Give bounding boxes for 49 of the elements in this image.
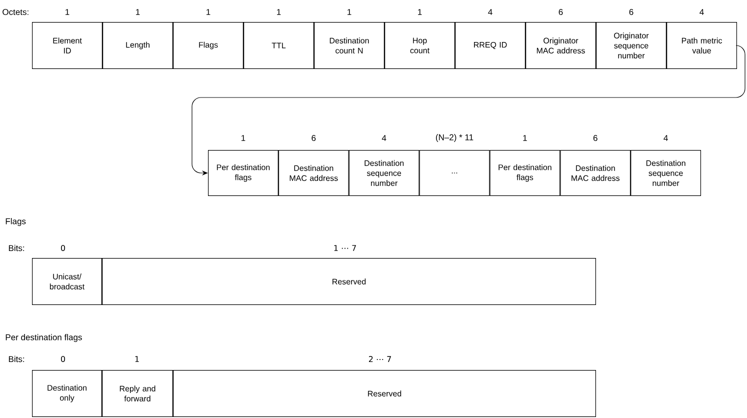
field-box: Reserved — [102, 258, 596, 305]
field-box: Flags — [173, 22, 244, 69]
section-heading: Per destination flags — [6, 334, 82, 342]
field-box: Reply and forward — [102, 370, 173, 417]
field-box: Destination count N — [314, 22, 384, 69]
size-label: 6 — [629, 9, 634, 15]
size-label: 1 — [135, 356, 139, 362]
field-box: Reserved — [173, 370, 596, 417]
row-label: Octets: — [2, 9, 28, 15]
field-box: Length — [102, 22, 173, 69]
size-label: 6 — [593, 135, 598, 141]
field-box: Destination only — [32, 370, 102, 417]
field-box: Per destination flags — [208, 150, 278, 196]
field-box: Destination sequence number — [630, 150, 702, 196]
field-box: ... — [419, 150, 490, 196]
size-label: 1 ⋯ 7 — [334, 245, 356, 251]
size-label: (N–2) * 11 — [436, 134, 474, 142]
size-label: 4 — [700, 9, 704, 15]
field-box: TTL — [244, 22, 314, 69]
section-heading: Flags — [6, 218, 26, 226]
size-label: 1 — [66, 9, 70, 15]
size-label: 1 — [136, 9, 140, 15]
size-label: 4 — [382, 135, 386, 141]
size-label: 0 — [61, 244, 66, 252]
size-label: 4 — [488, 9, 492, 15]
field-box: Destination MAC address — [278, 150, 349, 196]
size-label: 6 — [312, 135, 316, 141]
size-label: 1 — [277, 9, 281, 15]
size-label: 1 — [523, 135, 527, 141]
size-label: 2 ⋯ 7 — [368, 356, 391, 362]
size-label: 4 — [664, 135, 668, 141]
field-box: Element ID — [32, 22, 102, 69]
field-box: Originator MAC address — [526, 22, 596, 69]
field-box: Originator sequence number — [596, 22, 666, 69]
size-label: 6 — [558, 9, 563, 15]
field-box: Unicast/ broadcast — [32, 258, 102, 305]
size-label: 1 — [206, 9, 210, 15]
field-box: Per destination flags — [490, 150, 560, 196]
size-label: 1 — [348, 9, 352, 15]
field-box: Hop count — [384, 22, 455, 69]
field-box: Destination sequence number — [348, 150, 420, 196]
size-label: 1 — [242, 135, 246, 141]
row-label: Bits: — [8, 356, 24, 362]
field-box: Path metric value — [666, 22, 737, 69]
row-label: Bits: — [8, 244, 24, 252]
field-box: Destination MAC address — [560, 150, 631, 196]
size-label: 1 — [418, 9, 422, 15]
field-box: RREQ ID — [455, 22, 526, 69]
size-label: 0 — [61, 356, 66, 362]
